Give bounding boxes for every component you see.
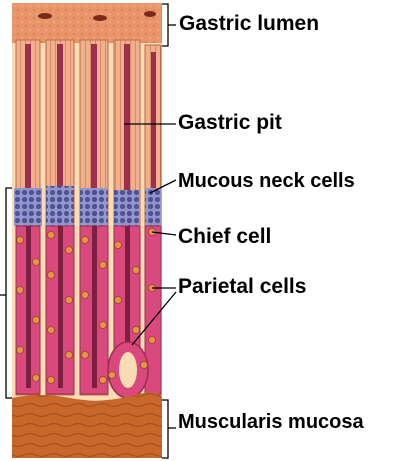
nucleus (47, 376, 55, 384)
gland-region-bracket (5, 187, 12, 399)
parietal-cells-label: Parietal cells (178, 275, 307, 298)
nucleus (99, 376, 107, 384)
nucleus (99, 321, 107, 329)
nucleus (148, 336, 156, 344)
mucous-neck-cells (80, 188, 108, 226)
nucleus (47, 271, 55, 279)
gastric-glands (15, 225, 162, 399)
nucleus (32, 316, 40, 324)
gland-lumen (92, 226, 97, 388)
nucleus (16, 346, 24, 354)
muscularis-bracket (162, 399, 169, 459)
lumen-dot (144, 11, 156, 17)
nucleus (16, 236, 24, 244)
mucous-neck-cells (114, 190, 140, 226)
nucleus (65, 246, 73, 254)
nucleus (114, 241, 122, 249)
nucleus (114, 296, 122, 304)
lumen-dot (93, 15, 107, 21)
mucous-neck-cells (14, 188, 42, 226)
chief-cell-label: Chief cell (178, 225, 272, 248)
nucleus (47, 231, 55, 239)
mucous-neck-pointer (149, 179, 177, 194)
nucleus (99, 261, 107, 269)
parietal-cells-pointer (131, 291, 177, 346)
gastric-pit-label: Gastric pit (178, 111, 282, 134)
nucleus (132, 326, 140, 334)
nucleus (16, 286, 24, 294)
cell-nuclei (16, 228, 156, 384)
mucous-neck-cells-label: Mucous neck cells (178, 170, 355, 192)
nucleus (81, 291, 89, 299)
gland-coil-lumen (119, 352, 137, 388)
muscularis-mucosa-label: Muscularis mucosa (178, 411, 364, 433)
gastric-lumen-label: Gastric lumen (179, 12, 320, 35)
nucleus (32, 374, 40, 382)
lumen-dot (38, 13, 52, 19)
annotation-lines (0, 3, 177, 459)
nucleus (81, 236, 89, 244)
gland-lumen (26, 226, 31, 388)
mucous-neck-cells (46, 186, 74, 226)
nucleus (140, 361, 148, 369)
gastric-lumen-surface (12, 3, 162, 43)
nucleus (32, 258, 40, 266)
nucleus (65, 296, 73, 304)
nucleus (132, 266, 140, 274)
mucous-neck-cells (145, 188, 161, 226)
gland-lumen (58, 226, 63, 388)
nucleus (65, 351, 73, 359)
nucleus (81, 351, 89, 359)
lumen-bracket (162, 3, 169, 47)
nucleus (47, 326, 55, 334)
mucous-neck-cell-band (14, 186, 161, 226)
chief-cell-pointer (151, 231, 177, 236)
nucleus (108, 371, 116, 379)
gland-lumen (125, 226, 130, 350)
muscularis-mucosa (12, 392, 162, 458)
